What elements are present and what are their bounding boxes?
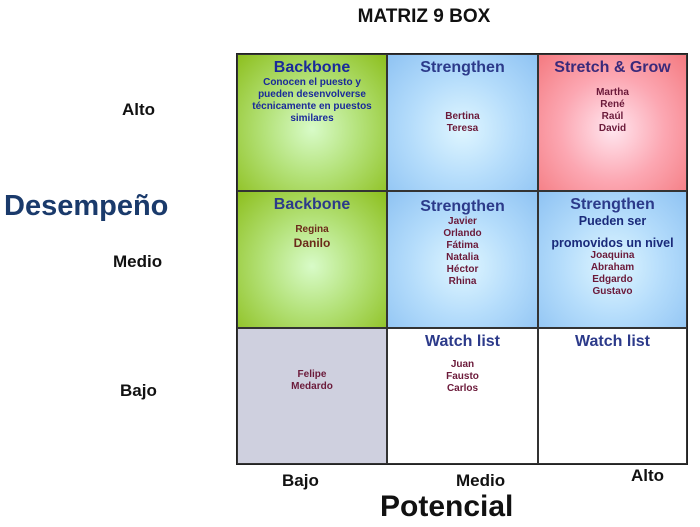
cell-title: Watch list xyxy=(425,333,500,350)
cell-bajo-alto: Watch list xyxy=(538,328,687,464)
cell-title: Stretch & Grow xyxy=(554,59,671,76)
employee-name: David xyxy=(598,123,627,134)
x-level-alto: Alto xyxy=(631,466,665,485)
employee-name: Bertina xyxy=(445,111,480,122)
description-line: Conocen el puesto y xyxy=(263,77,361,88)
employee-name: Abraham xyxy=(590,262,635,273)
employee-name: Edgardo xyxy=(592,274,633,285)
description-line: similares xyxy=(290,113,334,124)
cell-title: Strengthen xyxy=(570,196,655,213)
employee-name: Martha xyxy=(596,87,629,98)
employee-name: Juan xyxy=(450,359,475,370)
employee-name: Orlando xyxy=(443,228,482,239)
cell-title: Watch list xyxy=(575,333,650,350)
employee-name: Natalia xyxy=(446,252,479,263)
x-level-bajo: Bajo xyxy=(282,471,319,490)
y-level-bajo: Bajo xyxy=(120,381,157,400)
employee-name: Carlos xyxy=(446,383,479,394)
description-line: promovidos un nivel xyxy=(551,236,674,250)
y-axis-label: Desempeño xyxy=(4,190,169,222)
cell-description: Pueden ser promovidos un nivel xyxy=(539,214,686,250)
employee-name: Gustavo xyxy=(592,286,633,297)
cell-title: Strengthen xyxy=(420,198,505,215)
chart-title: MATRIZ 9 BOX xyxy=(357,6,491,27)
employee-name: Rhina xyxy=(448,276,477,287)
employee-name: Regina xyxy=(295,224,329,235)
employee-name: Raúl xyxy=(601,111,624,122)
y-level-medio: Medio xyxy=(113,252,163,271)
x-level-medio: Medio xyxy=(456,471,506,490)
y-level-alto: Alto xyxy=(122,100,156,119)
employee-name: Héctor xyxy=(446,264,479,275)
employee-name: Teresa xyxy=(446,123,479,134)
cell-title: Backbone xyxy=(273,196,351,213)
employee-name: Joaquina xyxy=(590,250,635,261)
employee-name: Fausto xyxy=(446,371,479,382)
description-line: técnicamente en puestos xyxy=(252,101,372,112)
employee-name: Danilo xyxy=(293,236,331,250)
cell-title: Strengthen xyxy=(420,59,505,76)
employee-name: Medardo xyxy=(291,381,333,392)
cell-medio-alto: Strengthen Pueden ser promovidos un nivel… xyxy=(538,191,687,328)
employee-name: Felipe xyxy=(297,369,327,380)
employee-name: Fátima xyxy=(446,240,479,251)
description-line: Pueden ser xyxy=(578,214,647,228)
x-axis-label: Potencial xyxy=(380,490,514,523)
description-line: pueden desenvolverse xyxy=(258,89,366,100)
employee-name: Javier xyxy=(448,216,477,227)
cell-title: Backbone xyxy=(273,59,351,76)
employee-name: René xyxy=(600,99,625,110)
